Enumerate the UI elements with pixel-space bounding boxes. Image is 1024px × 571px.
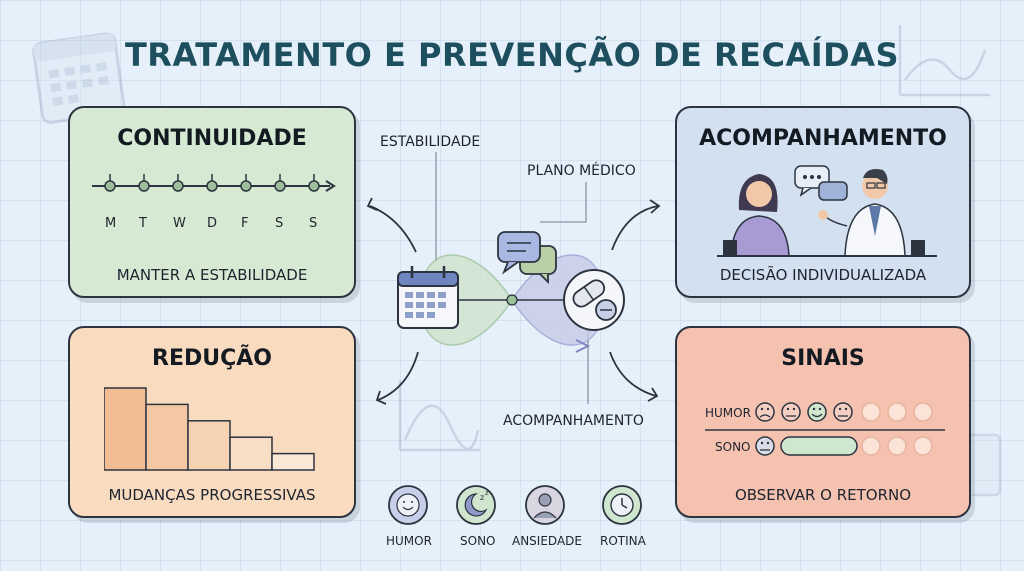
- card-sinais: SINAIS HUMOR SONO OBSERVAR O RETORNO: [675, 326, 971, 518]
- card-acompanhamento-subtitle: DECISÃO INDIVIDUALIZADA: [719, 266, 927, 284]
- flow-arrows: [366, 197, 661, 405]
- pills-icon: [563, 269, 625, 331]
- card-continuidade-title: CONTINUIDADE: [117, 126, 307, 151]
- neutral-face-icon: [833, 402, 853, 422]
- timeline-dot: [172, 180, 184, 192]
- card-sinais-title: SINAIS: [781, 346, 865, 371]
- reduction-steps-chart: [104, 387, 315, 471]
- moon-sleep-icon: z z: [456, 485, 496, 525]
- smile-face-icon: [388, 485, 428, 525]
- card-continuidade: CONTINUIDADE M T W D F S S MANTER A ESTABILIDA…: [68, 106, 356, 298]
- neutral-face-icon: [755, 436, 775, 456]
- timeline-dot: [274, 180, 286, 192]
- chat-bubbles-icon: [794, 165, 848, 201]
- svg-text:z: z: [480, 493, 484, 502]
- sad-face-icon: [755, 402, 775, 422]
- bg-graph-icon: [898, 25, 990, 97]
- day-label: W: [173, 216, 186, 231]
- card-reducao-subtitle: MUDANÇAS PROGRESSIVAS: [108, 486, 316, 504]
- chat-bubbles-icon: [497, 231, 557, 285]
- bottom-label-ansiedade: ANSIEDADE: [512, 534, 582, 548]
- clock-icon: [602, 485, 642, 525]
- reduction-step: [145, 403, 189, 471]
- bottom-label-rotina: ROTINA: [600, 534, 646, 548]
- reduction-step: [271, 452, 315, 471]
- day-label: S: [309, 216, 318, 231]
- signs-tracker: [705, 402, 945, 456]
- day-label: F: [241, 216, 249, 231]
- card-continuidade-subtitle: MANTER A ESTABILIDADE: [116, 266, 308, 284]
- patient-figure: [723, 174, 790, 257]
- timeline-dot: [240, 180, 252, 192]
- sono-track: [755, 436, 933, 456]
- card-sinais-subtitle: OBSERVAR O RETORNO: [734, 486, 912, 504]
- svg-text:z: z: [485, 489, 489, 497]
- weekly-timeline: [92, 174, 336, 192]
- calendar-icon: [397, 266, 459, 329]
- timeline-dot: [138, 180, 150, 192]
- person-anxiety-icon: [525, 485, 565, 525]
- day-label: S: [275, 216, 284, 231]
- bottom-label-sono: SONO: [460, 534, 496, 548]
- reduction-step: [104, 387, 147, 471]
- card-reducao-title: REDUÇÃO: [152, 346, 272, 371]
- sinais-humor-label: HUMOR: [705, 406, 751, 420]
- card-acompanhamento: ACOMPANHAMENTO DECISÃO: [675, 106, 971, 298]
- label-acompanhamento: ACOMPANHAMENTO: [503, 413, 644, 429]
- bg-curve-icon: [398, 380, 480, 452]
- doctor-figure: [818, 169, 925, 257]
- timeline-dot: [206, 180, 218, 192]
- label-plano-medico: PLANO MÉDICO: [527, 163, 636, 179]
- bg-calendar-icon: [32, 32, 126, 124]
- sinais-sono-label: SONO: [715, 440, 751, 454]
- humor-faces: [755, 402, 933, 422]
- neutral-face-icon: [781, 402, 801, 422]
- day-label: M: [105, 216, 117, 231]
- smile-face-icon: [807, 402, 827, 422]
- day-label: T: [139, 216, 147, 231]
- card-reducao: REDUÇÃO MUDANÇAS PROGRESSIVAS: [68, 326, 356, 518]
- label-estabilidade: ESTABILIDADE: [380, 134, 481, 150]
- timeline-dot: [308, 180, 320, 192]
- bottom-label-humor: HUMOR: [386, 534, 432, 548]
- card-acompanhamento-title: ACOMPANHAMENTO: [699, 126, 947, 151]
- consultation-illustration: [717, 165, 937, 257]
- day-label: D: [207, 216, 218, 231]
- timeline-dot: [104, 180, 116, 192]
- page-title: TRATAMENTO E PREVENÇÃO DE RECAÍDAS: [124, 36, 900, 74]
